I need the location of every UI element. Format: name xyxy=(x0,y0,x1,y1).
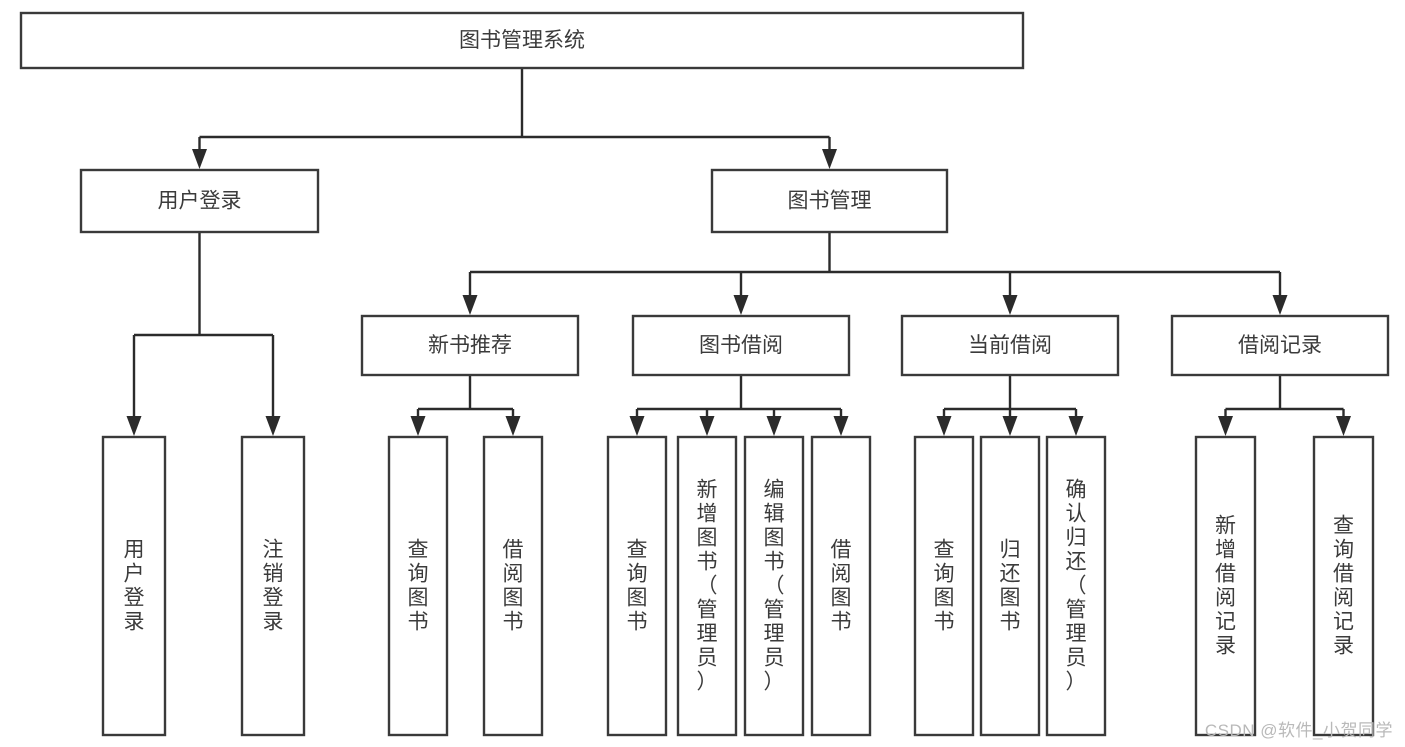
node-book-manage[interactable]: 图书管理 xyxy=(710,168,949,234)
node-label: 查询图书 xyxy=(627,539,648,634)
node-label: 新书推荐 xyxy=(428,334,512,357)
node-label: 新增借阅记录 xyxy=(1215,515,1236,658)
node-label: 确认归还（管理员） xyxy=(1066,479,1087,694)
edge-layer xyxy=(126,68,1351,436)
node-box xyxy=(240,435,306,737)
arrow-head-icon xyxy=(629,416,645,436)
arrow-head-icon xyxy=(1336,416,1351,436)
node-leaf-logout[interactable]: 注销登录 xyxy=(240,435,306,737)
connector-group-book-manage xyxy=(462,232,1288,315)
node-leaf-return-book[interactable]: 归还图书 xyxy=(979,435,1041,737)
node-box xyxy=(913,435,975,737)
node-label: 图书管理 xyxy=(788,190,872,213)
arrow-head-icon xyxy=(699,416,715,436)
node-box xyxy=(900,314,1120,377)
node-root[interactable]: 图书管理系统 xyxy=(19,11,1025,70)
node-box xyxy=(387,435,449,737)
connector-group-new-book-recommend xyxy=(410,375,521,436)
node-current-borrow[interactable]: 当前借阅 xyxy=(900,314,1120,377)
node-leaf-user-login[interactable]: 用户登录 xyxy=(101,435,167,737)
node-label: 图书借阅 xyxy=(699,334,783,357)
arrow-head-icon xyxy=(462,295,478,315)
arrow-head-icon xyxy=(410,416,426,436)
node-label: 查询图书 xyxy=(934,539,955,634)
arrow-head-icon xyxy=(1218,416,1233,436)
node-leaf-query-record[interactable]: 查询借阅记录 xyxy=(1312,435,1375,737)
node-box xyxy=(1045,435,1107,737)
node-label: 查询借阅记录 xyxy=(1333,515,1354,658)
node-label: 图书管理系统 xyxy=(459,29,585,52)
node-box xyxy=(631,314,851,377)
arrow-head-icon xyxy=(833,416,849,436)
arrow-head-icon xyxy=(1068,416,1084,436)
connector-group-current-borrow xyxy=(936,375,1084,436)
node-box xyxy=(482,435,544,737)
connector-group-root xyxy=(192,68,837,169)
node-label: 用户登录 xyxy=(158,190,242,213)
node-leaf-query-book-cur[interactable]: 查询图书 xyxy=(913,435,975,737)
arrow-head-icon xyxy=(1272,295,1288,315)
node-box xyxy=(979,435,1041,737)
arrow-head-icon xyxy=(505,416,521,436)
node-new-book-recommend[interactable]: 新书推荐 xyxy=(360,314,580,377)
node-box xyxy=(743,435,805,737)
arrow-head-icon xyxy=(1002,416,1018,436)
connector-group-borrow-record xyxy=(1218,375,1351,436)
node-box xyxy=(1170,314,1390,377)
node-borrow-record[interactable]: 借阅记录 xyxy=(1170,314,1390,377)
connector-group-book-borrow xyxy=(629,375,849,436)
node-label: 归还图书 xyxy=(1000,539,1021,634)
node-box xyxy=(101,435,167,737)
node-label: 注销登录 xyxy=(263,539,284,634)
node-label: 用户登录 xyxy=(124,539,145,634)
arrow-head-icon xyxy=(822,149,837,169)
node-leaf-add-book[interactable]: 新增图书（管理员） xyxy=(676,435,738,737)
arrow-head-icon xyxy=(1002,295,1018,315)
node-box xyxy=(710,168,949,234)
node-label: 新增图书（管理员） xyxy=(697,479,718,694)
node-box xyxy=(810,435,872,737)
node-user-login[interactable]: 用户登录 xyxy=(79,168,320,234)
arrow-head-icon xyxy=(936,416,952,436)
node-leaf-edit-book[interactable]: 编辑图书（管理员） xyxy=(743,435,805,737)
node-label: 查询图书 xyxy=(408,539,429,634)
node-leaf-add-record[interactable]: 新增借阅记录 xyxy=(1194,435,1257,737)
node-label: 当前借阅 xyxy=(968,334,1052,357)
arrow-head-icon xyxy=(192,149,207,169)
node-box xyxy=(1194,435,1257,737)
node-label: 借阅图书 xyxy=(503,539,524,634)
watermark-label: CSDN @软件_小贺同学 xyxy=(1204,721,1393,740)
arrow-head-icon xyxy=(766,416,782,436)
node-leaf-borrow-book[interactable]: 借阅图书 xyxy=(810,435,872,737)
node-box xyxy=(19,11,1025,70)
node-layer: 图书管理系统用户登录图书管理新书推荐图书借阅当前借阅借阅记录用户登录注销登录查询… xyxy=(19,11,1390,737)
node-box xyxy=(1312,435,1375,737)
arrow-head-icon xyxy=(265,416,281,436)
node-box xyxy=(606,435,668,737)
node-box xyxy=(360,314,580,377)
node-label: 借阅图书 xyxy=(831,539,852,634)
node-box xyxy=(79,168,320,234)
node-book-borrow[interactable]: 图书借阅 xyxy=(631,314,851,377)
arrow-head-icon xyxy=(126,416,142,436)
node-leaf-borrow-book-rec[interactable]: 借阅图书 xyxy=(482,435,544,737)
node-box xyxy=(676,435,738,737)
node-label: 编辑图书（管理员） xyxy=(764,479,785,694)
node-label: 借阅记录 xyxy=(1238,334,1322,357)
node-leaf-confirm-return[interactable]: 确认归还（管理员） xyxy=(1045,435,1107,737)
connector-group-user-login xyxy=(126,232,281,436)
arrow-head-icon xyxy=(733,295,749,315)
node-leaf-query-book-rec[interactable]: 查询图书 xyxy=(387,435,449,737)
node-leaf-query-book-borrow[interactable]: 查询图书 xyxy=(606,435,668,737)
